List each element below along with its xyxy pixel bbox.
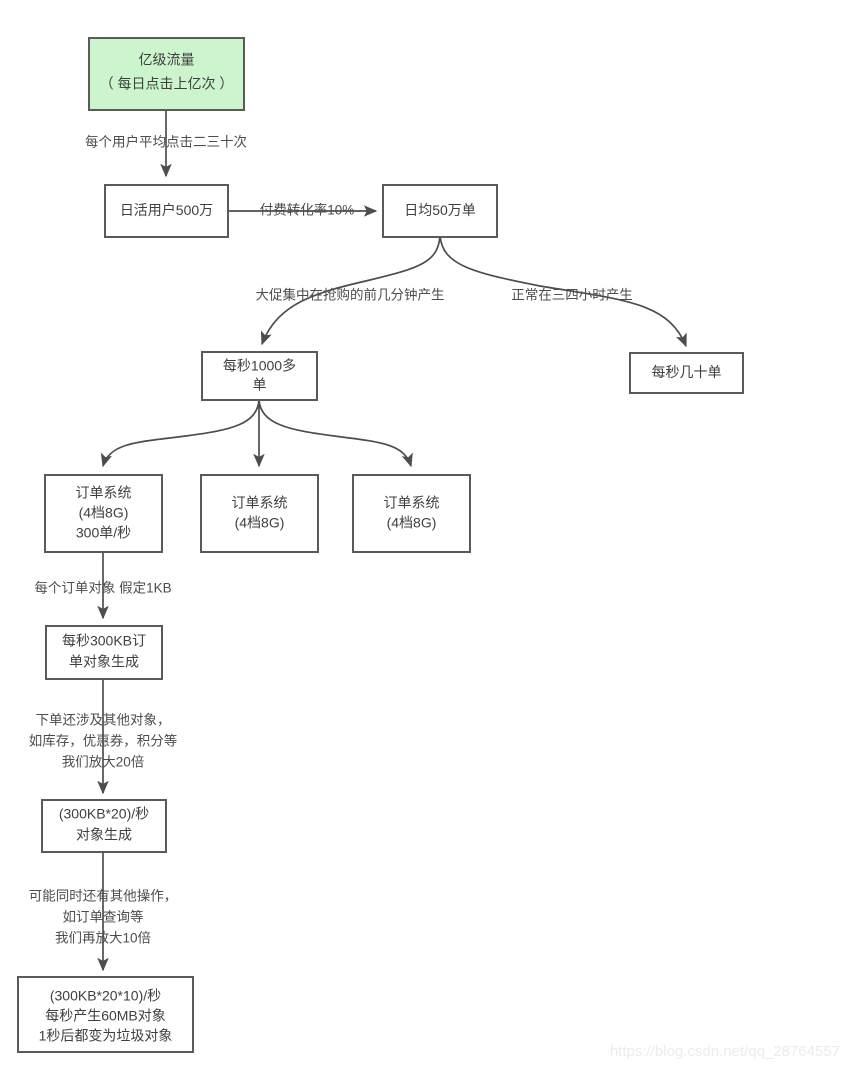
node-object-x200-line1: (300KB*20*10)/秒 — [50, 988, 161, 1004]
node-object-x200-line2: 每秒产生60MB对象 — [45, 1008, 166, 1024]
node-order-system-2-line2: (4档8G) — [235, 515, 285, 531]
node-dau-line1: 日活用户500万 — [120, 202, 213, 218]
edge-line — [439, 235, 687, 348]
edge-line — [100, 399, 260, 468]
edge-x20-to-x200: 可能同时还有其他操作， 如订单查询等 我们再放大10倍 — [29, 852, 178, 972]
node-order-system-3[interactable]: 订单系统 (4档8G) — [352, 474, 471, 553]
node-box[interactable] — [41, 799, 167, 853]
node-order-object-300kb[interactable]: 每秒300KB订 单对象生成 — [45, 625, 163, 680]
node-traffic[interactable]: 亿级流量 （ 每日点击上亿次 ） — [88, 37, 245, 111]
node-order-system-2-line1: 订单系统 — [232, 495, 288, 511]
node-box[interactable] — [88, 37, 245, 111]
edge-label-order-system-to-object: 每个订单对象 假定1KB — [34, 581, 171, 596]
edge-label-x20-to-x200-line3: 我们再放大10倍 — [55, 931, 151, 946]
node-box[interactable] — [17, 976, 194, 1053]
node-traffic-line1: 亿级流量 — [139, 52, 195, 68]
edge-peak-to-order-system-1 — [100, 399, 260, 468]
edge-line — [258, 399, 413, 468]
edge-label-object-to-x20-line2: 如库存，优惠券，积分等 — [29, 733, 178, 749]
edge-line — [260, 235, 441, 346]
watermark: https://blog.csdn.net/qq_28764557 — [610, 1043, 840, 1060]
edge-dau-to-daily-orders: 付费转化率10% — [229, 202, 378, 218]
edge-order-system-to-object: 每个订单对象 假定1KB — [34, 552, 172, 620]
node-object-x20-line1: (300KB*20)/秒 — [59, 806, 149, 822]
edge-peak-to-order-system-3 — [258, 399, 413, 468]
edge-label-dau-to-daily-orders: 付费转化率10% — [260, 202, 355, 218]
node-order-object-line1: 每秒300KB订 — [62, 633, 146, 649]
node-normal-line1: 每秒几十单 — [652, 364, 722, 380]
node-object-x200-line3: 1秒后都变为垃圾对象 — [39, 1028, 173, 1044]
node-order-system-3-line1: 订单系统 — [384, 495, 440, 511]
edge-label-object-to-x20-line3: 我们放大20倍 — [62, 755, 145, 770]
node-box[interactable] — [201, 351, 318, 401]
edge-daily-orders-to-normal: 正常在三四小时产生 — [439, 235, 687, 348]
edge-label-daily-orders-to-peak: 大促集中在抢购的前几分钟产生 — [256, 287, 445, 303]
node-normal-per-second[interactable]: 每秒几十单 — [629, 352, 744, 394]
node-box[interactable] — [200, 474, 319, 553]
node-peak-per-second[interactable]: 每秒1000多 单 — [201, 351, 318, 401]
node-order-system-1-line3: 300单/秒 — [76, 525, 131, 541]
node-peak-line2: 单 — [253, 377, 267, 393]
node-order-system-1[interactable]: 订单系统 (4档8G) 300单/秒 — [44, 474, 163, 553]
node-order-system-1-line2: (4档8G) — [79, 505, 129, 521]
node-daily-orders[interactable]: 日均50万单 — [382, 184, 498, 238]
edge-traffic-to-dau: 每个用户平均点击二三十次 — [85, 110, 247, 178]
node-dau[interactable]: 日活用户500万 — [104, 184, 229, 238]
edge-label-object-to-x20-line1: 下单还涉及其他对象， — [36, 713, 171, 728]
edge-label-traffic-to-dau: 每个用户平均点击二三十次 — [85, 134, 247, 150]
node-object-x20[interactable]: (300KB*20)/秒 对象生成 — [41, 799, 167, 853]
node-box[interactable] — [382, 184, 498, 238]
node-order-system-2[interactable]: 订单系统 (4档8G) — [200, 474, 319, 553]
node-box[interactable] — [629, 352, 744, 394]
node-order-object-line2: 单对象生成 — [69, 654, 139, 670]
node-traffic-line2: （ 每日点击上亿次 ） — [100, 76, 234, 92]
node-object-x200[interactable]: (300KB*20*10)/秒 每秒产生60MB对象 1秒后都变为垃圾对象 — [17, 976, 194, 1053]
node-order-system-1-line1: 订单系统 — [76, 485, 132, 501]
node-daily-orders-line1: 日均50万单 — [404, 202, 476, 218]
edge-label-x20-to-x200-line1: 可能同时还有其他操作， — [29, 889, 178, 904]
node-box[interactable] — [45, 625, 163, 680]
node-box[interactable] — [44, 474, 163, 553]
node-order-system-3-line2: (4档8G) — [387, 515, 437, 531]
edge-label-x20-to-x200-line2: 如订单查询等 — [63, 909, 144, 925]
edge-object-to-x20: 下单还涉及其他对象， 如库存，优惠券，积分等 我们放大20倍 — [29, 679, 178, 795]
node-object-x20-line2: 对象生成 — [76, 827, 132, 843]
node-peak-line1: 每秒1000多 — [223, 358, 296, 374]
edge-label-daily-orders-to-normal: 正常在三四小时产生 — [511, 288, 633, 303]
node-box[interactable] — [352, 474, 471, 553]
node-box[interactable] — [104, 184, 229, 238]
edge-daily-orders-to-peak: 大促集中在抢购的前几分钟产生 — [256, 235, 445, 346]
